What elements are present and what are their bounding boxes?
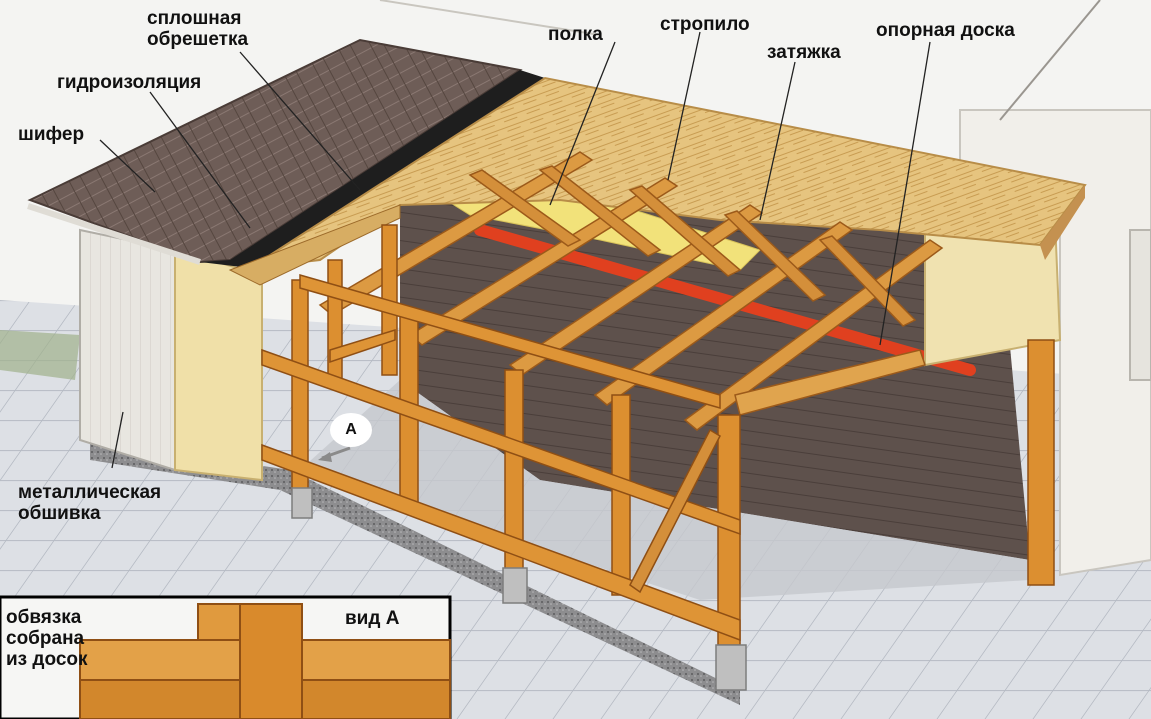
diagonal-brace <box>629 428 721 594</box>
label-frame-boards-line2: собрана <box>6 628 85 649</box>
label-support-board: опорная доска <box>876 20 1015 41</box>
frame-rails <box>261 274 741 642</box>
gravel-strip <box>90 440 740 705</box>
roof-edge <box>228 204 401 286</box>
label-metal-cladding-line2: обшивка <box>18 503 101 524</box>
label-waterproofing: гидроизоляция <box>57 72 202 93</box>
label-tie-beam: затяжка <box>767 42 841 63</box>
label-metal-cladding: металлическая обшивка <box>18 482 161 524</box>
interior-floor <box>300 380 1030 600</box>
label-rafter: стропило <box>660 14 750 35</box>
foundations <box>291 487 747 691</box>
view-a-marker: А <box>330 413 372 447</box>
support-board <box>734 349 926 416</box>
label-shelf: полка <box>548 24 603 45</box>
label-solid-lathing-line1: сплошная <box>147 8 242 29</box>
label-frame-boards-line1: обвязка <box>6 607 82 628</box>
metal-cladding-wall <box>79 228 176 472</box>
label-metal-cladding-line1: металлическая <box>18 482 162 503</box>
label-slate: шифер <box>18 124 85 145</box>
leader-lines <box>99 31 931 469</box>
label-frame-boards-line3: из досок <box>6 649 88 670</box>
wood-cladding-wall <box>174 248 263 482</box>
label-solid-lathing-line2: обрешетка <box>147 29 249 50</box>
label-solid-lathing: сплошная обрешетка <box>147 8 248 50</box>
label-frame-boards: обвязка собрана из досок <box>6 607 88 670</box>
inset-view-a <box>0 595 452 719</box>
roof-waterproof <box>200 70 545 268</box>
label-view-a: вид А <box>345 608 400 629</box>
grass-patch <box>0 330 80 380</box>
struts <box>468 165 917 327</box>
